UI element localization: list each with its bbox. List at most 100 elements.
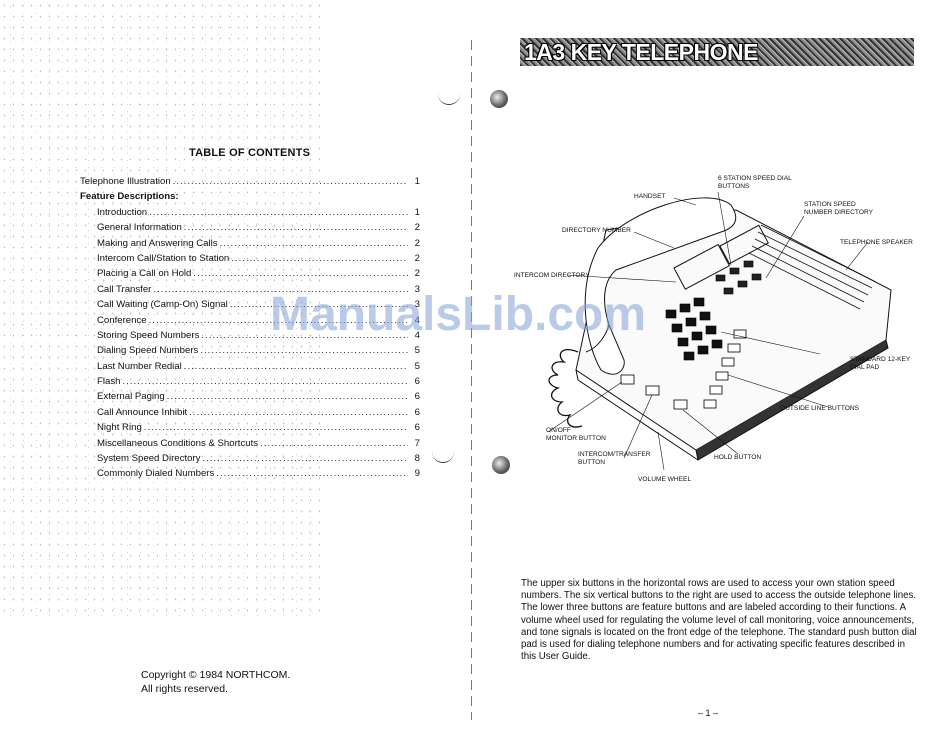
toc-entry-page: 6 bbox=[414, 376, 420, 388]
outside-line-buttons-icon bbox=[703, 329, 747, 409]
toc-entry: External Paging 6 bbox=[80, 391, 420, 406]
label-onoff: ON/OFF bbox=[546, 427, 571, 434]
toc-entry: General Information 2 bbox=[80, 222, 420, 237]
toc-leader-dots bbox=[149, 207, 408, 218]
toc-entry: Conference4 bbox=[80, 315, 420, 330]
toc-entry-label: Flash bbox=[97, 376, 121, 388]
toc-entry-label: Call Transfer bbox=[97, 283, 152, 295]
toc-entry: Flash 6 bbox=[80, 376, 420, 391]
toc-entry-page: 3 bbox=[414, 283, 420, 295]
binder-hole-mark bbox=[432, 448, 454, 463]
telephone-diagram: 6 STATION SPEED DIAL BUTTONS HANDSET STA… bbox=[514, 175, 913, 483]
toc-entry-page: 6 bbox=[414, 391, 420, 403]
speed-dial-buttons-icon bbox=[715, 260, 762, 295]
toc-leader-dots bbox=[184, 222, 408, 233]
toc-entry-label: Feature Descriptions: bbox=[80, 191, 179, 203]
toc-entry-label: Dialing Speed Numbers bbox=[97, 345, 199, 357]
description-paragraph: The upper six buttons in the horizontal … bbox=[521, 578, 917, 663]
toc-entry-label: Commonly Dialed Numbers bbox=[97, 468, 215, 480]
rights-line: All rights reserved. bbox=[141, 683, 228, 695]
toc-entry-label: Placing a Call on Hold bbox=[97, 268, 192, 280]
toc-leader-dots bbox=[200, 345, 408, 356]
label-handset: HANDSET bbox=[634, 193, 666, 200]
label-speed-directory: STATION SPEED bbox=[804, 201, 856, 208]
toc-entry: Placing a Call on Hold 2 bbox=[80, 268, 420, 283]
toc-entry-label: Call Waiting (Camp-On) Signal bbox=[97, 299, 228, 311]
toc-entry-label: General Information bbox=[97, 222, 182, 234]
toc-entry-page: 5 bbox=[414, 360, 420, 372]
toc-entry: Call Waiting (Camp-On) Signal 3 bbox=[80, 299, 420, 314]
toc-entry-page: 6 bbox=[414, 422, 420, 434]
toc-leader-dots bbox=[202, 453, 408, 464]
toc-entry-label: Miscellaneous Conditions & Shortcuts bbox=[97, 437, 259, 449]
left-page: TABLE OF CONTENTS Telephone Illustration… bbox=[0, 0, 470, 731]
toc-entry-page: 1 bbox=[414, 176, 420, 187]
toc-entry-page: 9 bbox=[414, 468, 420, 480]
toc-entry-label: Introduction bbox=[97, 206, 148, 218]
page-spine bbox=[471, 40, 472, 720]
label-speed-directory-2: NUMBER DIRECTORY bbox=[804, 209, 874, 216]
toc-entry-page: 3 bbox=[414, 299, 420, 311]
label-volume-wheel: VOLUME WHEEL bbox=[638, 476, 691, 483]
watermark-text: ManualsLib.com bbox=[270, 288, 647, 341]
label-hold: HOLD BUTTON bbox=[714, 454, 761, 461]
toc-leader-dots bbox=[173, 176, 408, 187]
toc-entry-label: Call Announce Inhibit bbox=[97, 406, 188, 418]
label-dial-pad: STANDARD 12-KEY bbox=[850, 356, 911, 363]
toc-title: TABLE OF CONTENTS bbox=[189, 147, 311, 159]
label-speed-dial: 6 STATION SPEED DIAL bbox=[718, 175, 792, 182]
toc-entry-page: 1 bbox=[414, 206, 420, 218]
copyright-notice: Copyright © 1984 NORTHCOM. All rights re… bbox=[141, 668, 290, 696]
toc-leader-dots bbox=[231, 253, 408, 264]
toc-entry: Feature Descriptions: bbox=[80, 191, 420, 206]
feature-buttons-icon bbox=[620, 374, 688, 410]
toc-entry: Miscellaneous Conditions & Shortcuts 7 bbox=[80, 438, 420, 453]
toc-entry: Last Number Redial 5 bbox=[80, 361, 420, 376]
binder-ring-icon bbox=[490, 90, 508, 108]
label-directory-number: DIRECTORY NUMBER bbox=[562, 227, 631, 234]
title-banner: 1A3 KEY TELEPHONE bbox=[520, 38, 914, 66]
toc-entry-label: Telephone Illustration bbox=[80, 176, 171, 187]
label-outside-line: OUTSIDE LINE BUTTONS bbox=[780, 405, 860, 412]
toc-entry-label: External Paging bbox=[97, 391, 165, 403]
toc-leader-dots bbox=[122, 376, 408, 387]
toc-entry-page: 2 bbox=[414, 222, 420, 234]
toc-entry: Night Ring 6 bbox=[80, 422, 420, 437]
toc-entry-label: Intercom Call/Station to Station bbox=[97, 252, 230, 264]
page-number: – 1 – bbox=[698, 708, 719, 718]
toc-entry: Call Announce Inhibit6 bbox=[80, 407, 420, 422]
label-onoff-2: MONITOR BUTTON bbox=[546, 435, 606, 442]
toc-leader-dots bbox=[184, 361, 408, 372]
toc-entry: Introduction 1 bbox=[80, 207, 420, 222]
toc-entry-page: 4 bbox=[414, 329, 420, 341]
label-speed-dial-2: BUTTONS bbox=[718, 183, 750, 190]
toc-entry: Intercom Call/Station to Station2 bbox=[80, 253, 420, 268]
copyright-line: Copyright © 1984 NORTHCOM. bbox=[141, 669, 291, 681]
toc-leader-dots bbox=[260, 438, 408, 449]
toc-entry: System Speed Directory 8 bbox=[80, 453, 420, 468]
page-title: 1A3 KEY TELEPHONE bbox=[524, 39, 758, 65]
toc-leader-dots bbox=[189, 407, 408, 418]
toc-entry-page: 8 bbox=[414, 453, 420, 465]
label-intercom-transfer: INTERCOM/TRANSFER bbox=[578, 451, 651, 458]
table-of-contents: Telephone Illustration1Feature Descripti… bbox=[80, 176, 420, 484]
toc-leader-dots bbox=[167, 391, 408, 402]
toc-entry-label: System Speed Directory bbox=[97, 453, 201, 465]
toc-entry-page: 2 bbox=[414, 268, 420, 280]
binder-ring-icon bbox=[492, 456, 510, 474]
label-dial-pad-2: DIAL PAD bbox=[850, 364, 880, 371]
toc-entry: Call Transfer 3 bbox=[80, 284, 420, 299]
toc-entry-page: 5 bbox=[414, 345, 420, 357]
binder-hole-mark bbox=[438, 90, 460, 105]
toc-entry-label: Last Number Redial bbox=[97, 360, 182, 372]
toc-entry-label: Conference bbox=[97, 314, 147, 326]
toc-entry: Commonly Dialed Numbers 9 bbox=[80, 468, 420, 483]
dial-pad-icon bbox=[665, 297, 723, 361]
toc-entry-label: Night Ring bbox=[97, 422, 142, 434]
toc-leader-dots bbox=[144, 422, 408, 433]
label-intercom-transfer-2: BUTTON bbox=[578, 459, 605, 466]
toc-leader-dots bbox=[193, 268, 408, 279]
toc-leader-dots bbox=[220, 238, 408, 249]
toc-entry-label: Making and Answering Calls bbox=[97, 237, 218, 249]
toc-entry-page: 7 bbox=[414, 437, 420, 449]
